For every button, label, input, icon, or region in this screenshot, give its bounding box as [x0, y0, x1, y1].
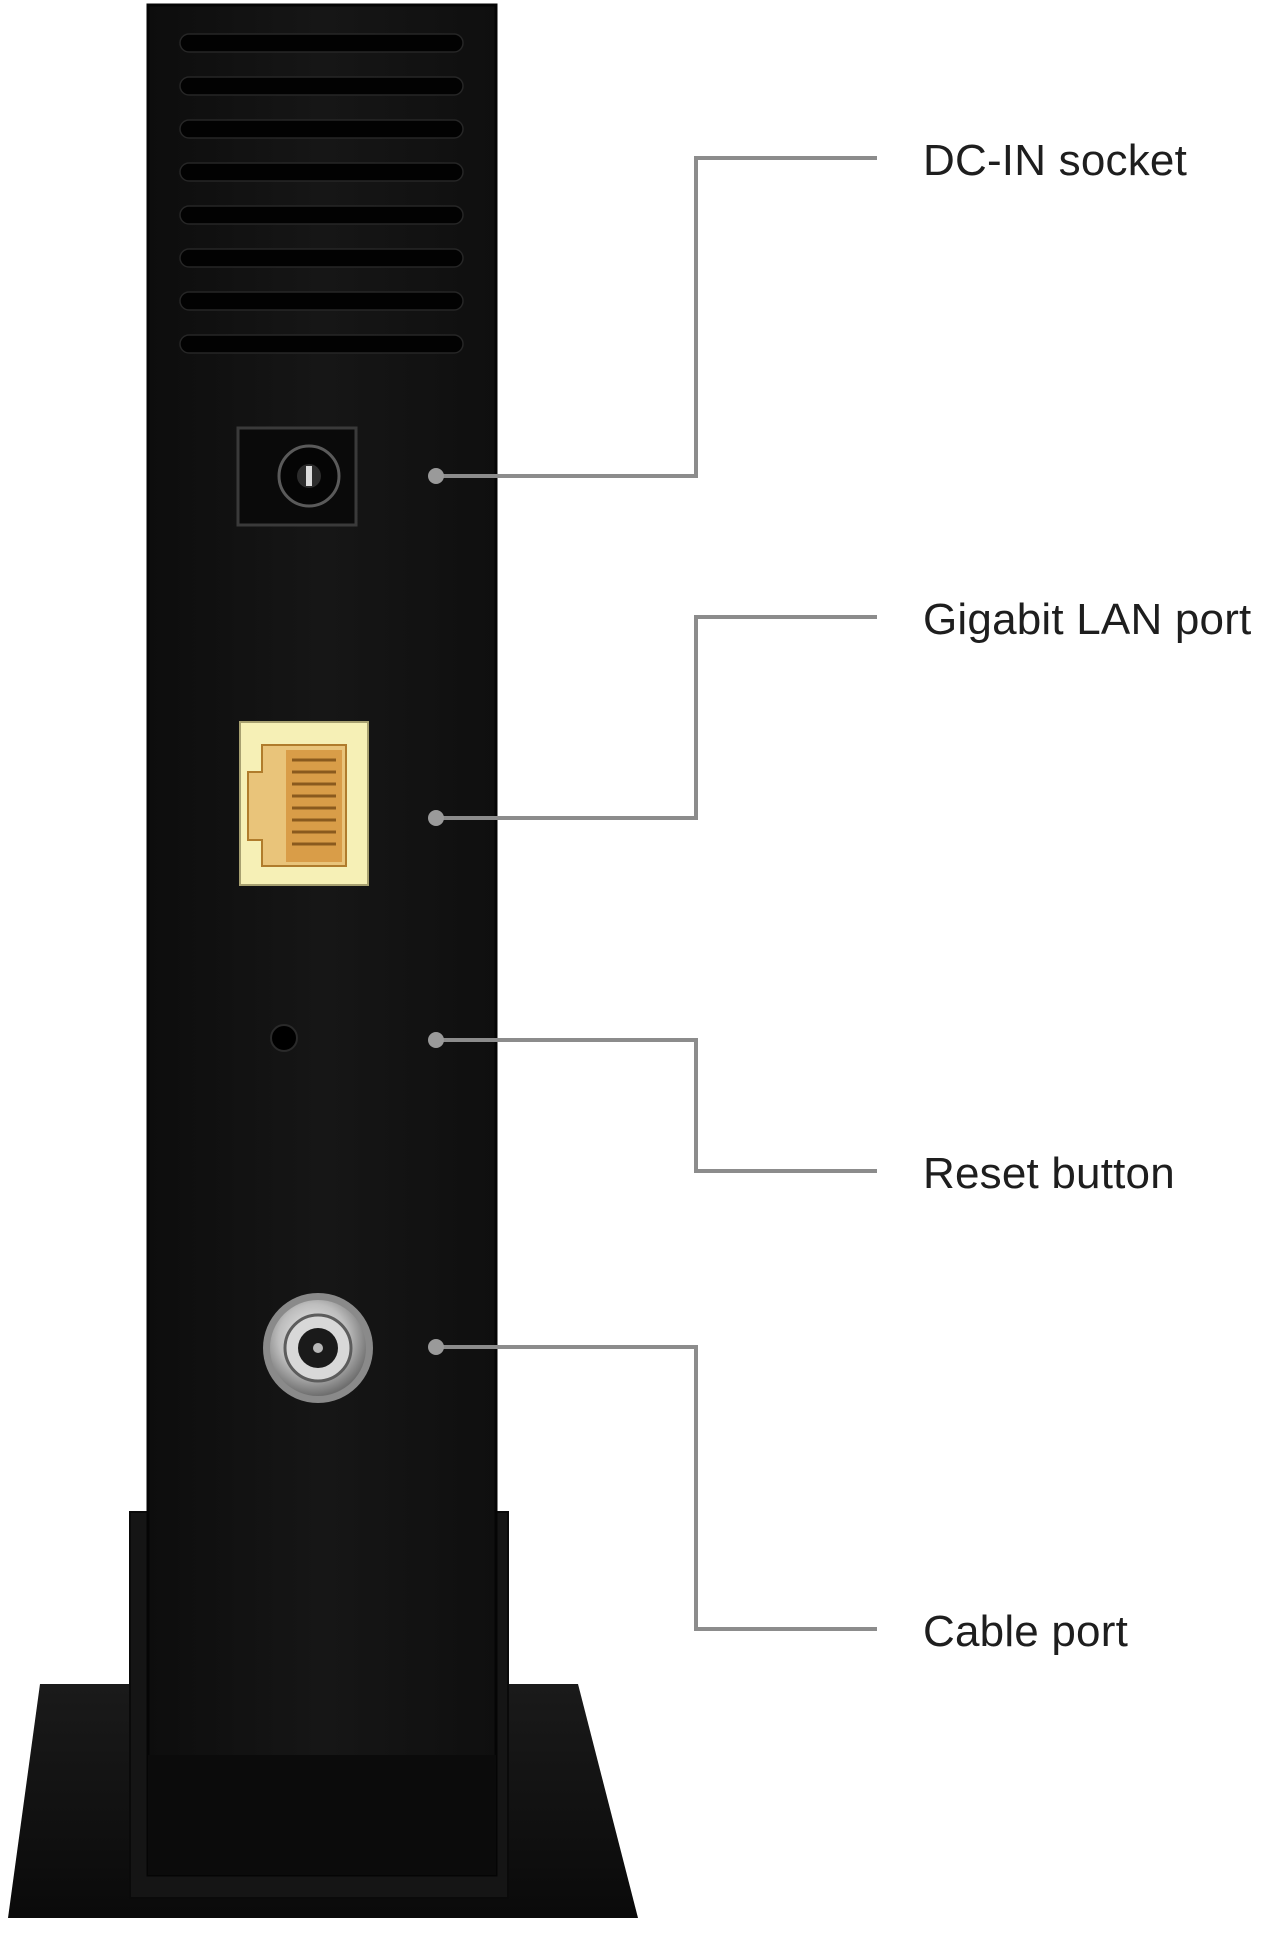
- dc-jack-icon: [236, 426, 358, 527]
- leader-line-reset: [436, 1038, 877, 1173]
- callout-label-reset: Reset button: [923, 1149, 1175, 1198]
- coax-connector-icon: [263, 1293, 373, 1403]
- vent-slots: [179, 33, 464, 354]
- vent-slot: [179, 248, 464, 268]
- callout-label-cable: Cable port: [923, 1607, 1129, 1656]
- callout-label-lan: Gigabit LAN port: [923, 595, 1252, 644]
- leader-line-cable: [436, 1345, 877, 1631]
- leader-line-lan: [436, 615, 877, 820]
- device-seam: [148, 1755, 496, 1875]
- vent-slot: [179, 76, 464, 96]
- leader-lines: [436, 156, 877, 1631]
- callout-label-dc-in: DC-IN socket: [923, 136, 1187, 185]
- rj45-port-icon: [239, 721, 369, 886]
- vent-slot: [179, 291, 464, 311]
- device-body: [146, 3, 498, 1877]
- vent-slot: [179, 205, 464, 225]
- leader-dot-reset: [428, 1032, 444, 1048]
- vent-slot: [179, 119, 464, 139]
- leader-dot-dc-in: [428, 468, 444, 484]
- leader-dot-lan: [428, 810, 444, 826]
- leader-dots: [428, 468, 444, 1355]
- leader-line-dc-in: [436, 156, 877, 478]
- vent-slot: [179, 334, 464, 354]
- vent-slot: [179, 33, 464, 53]
- vent-slot: [179, 162, 464, 182]
- leader-dot-cable: [428, 1339, 444, 1355]
- reset-pinhole-icon: [270, 1024, 298, 1052]
